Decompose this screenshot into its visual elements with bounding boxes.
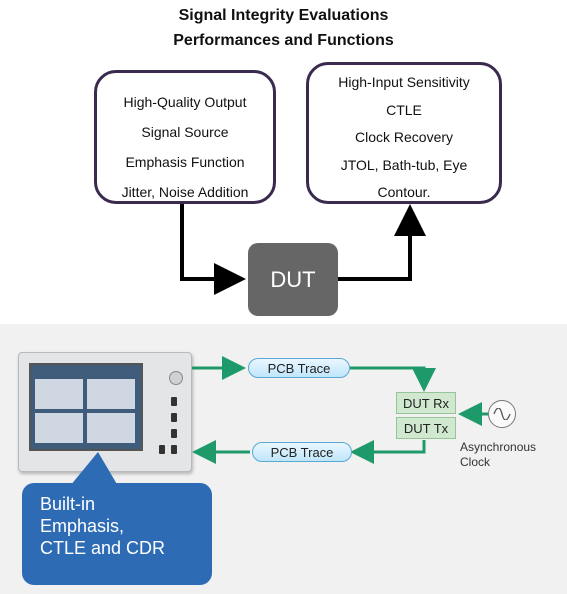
dut-block: DUT [248,243,338,316]
pcb-trace-label: PCB Trace [270,444,334,460]
instrument-port-icon [171,413,177,422]
instrument-port-icon [171,397,177,406]
instrument-port-icon [171,429,177,438]
rx-function-item: Clock Recovery [354,129,454,145]
dut-rx-label: DUT Rx [403,395,449,411]
rx-function-item: CTLE [386,101,422,118]
sine-wave-icon [493,408,511,420]
pcb-trace-label: PCB Trace [267,360,331,376]
rx-function-item: JTOL, Bath-tub, Eye [340,156,468,173]
instrument-port-icon [171,445,177,454]
signal-analyzer-instrument [18,352,192,472]
pcb-trace-bottom: PCB Trace [252,442,352,462]
instrument-port-icon [159,445,165,454]
pcb-to-dut-rx-arrow [350,366,436,392]
rx-function-box: High-Input Sensitivity CTLE Clock Recove… [306,62,502,204]
instrument-knob-icon [169,371,183,385]
instrument-screen-pane [35,379,83,409]
rx-function-item: High-Input Sensitivity [338,74,470,90]
callout-pointer [70,452,118,486]
instrument-screen-pane [35,413,83,443]
dut-flow-arrows [180,200,426,295]
callout-line: CTLE and CDR [40,538,166,558]
clock-label-line: Clock [460,455,491,469]
instrument-screen-pane [87,413,135,443]
dut-rx-block: DUT Rx [396,392,456,414]
instrument-screen [29,363,143,451]
callout-line: Built-in [40,494,96,514]
sine-wave-clock-icon [488,400,516,428]
clock-label-line: Asynchronous [460,440,537,454]
callout-line: Emphasis, [40,516,125,536]
rx-function-item: Contour. [377,184,431,200]
built-in-features-callout: Built-in Emphasis, CTLE and CDR [22,483,212,585]
async-clock-label: Asynchronous Clock [460,440,536,470]
diagram-title-line1: Signal Integrity Evaluations [178,7,389,24]
tx-function-item: Signal Source [141,124,229,140]
dut-tx-block: DUT Tx [396,417,456,439]
dut-tx-label: DUT Tx [403,420,449,436]
tx-function-item: Jitter, Noise Addition [121,184,249,200]
tx-to-dut-arrow [180,200,246,295]
diagram-title-line2: Performances and Functions [173,32,394,49]
instrument-screen-pane [87,379,135,409]
dut-tx-to-pcb-arrow [350,440,426,464]
tx-function-item: Emphasis Function [125,154,245,170]
tx-function-item: High-Quality Output [123,94,247,110]
tx-function-box: High-Quality Output Signal Source Emphas… [94,70,276,204]
dut-label: DUT [270,266,316,292]
dut-to-rx-arrow [338,204,426,281]
pcb-trace-top: PCB Trace [248,358,350,378]
